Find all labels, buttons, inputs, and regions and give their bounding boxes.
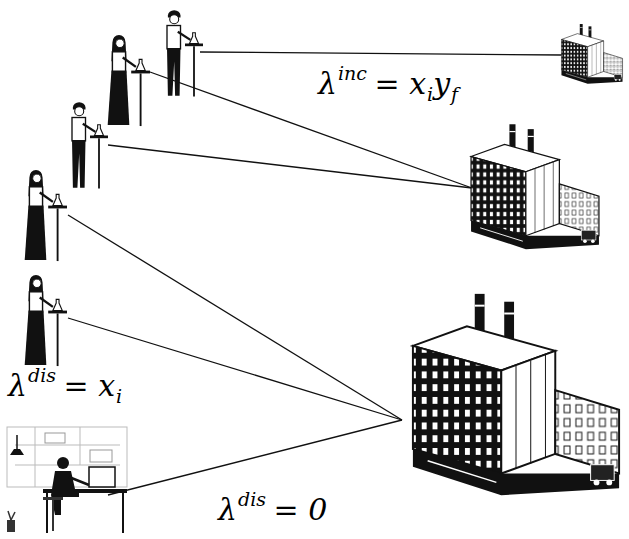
worker-figure [167, 10, 203, 96]
subscript: i [427, 83, 433, 105]
connection-line [68, 215, 402, 420]
desk-worker-figure [7, 427, 127, 533]
equation-label: λinc = xiyf [318, 64, 458, 103]
equation-text: = x [374, 66, 426, 101]
equation-text: = 0 [274, 492, 328, 527]
equation-text: λ [218, 492, 237, 527]
factory-large [413, 294, 619, 495]
factory-medium [471, 124, 599, 249]
equation-label: λdis = xi [8, 366, 122, 405]
worker-figure [108, 35, 150, 126]
connection-line [108, 145, 472, 188]
superscript: dis [28, 364, 56, 386]
connection-line [200, 52, 562, 55]
equation-text: y [433, 66, 450, 101]
equation-label: λdis = 0 [218, 490, 327, 529]
equation-text: λ [8, 368, 27, 403]
worker-figure [25, 275, 67, 366]
equation-text: = x [64, 368, 116, 403]
superscript: inc [338, 62, 367, 84]
superscript: dis [238, 488, 266, 510]
factory-small [561, 24, 622, 84]
connection-line [108, 420, 402, 495]
equation-text: λ [318, 66, 337, 101]
subscript: i [116, 385, 122, 407]
subscript: f [451, 83, 458, 105]
worker-figure [25, 170, 67, 261]
connection-line [68, 318, 402, 420]
worker-figure [72, 102, 108, 188]
